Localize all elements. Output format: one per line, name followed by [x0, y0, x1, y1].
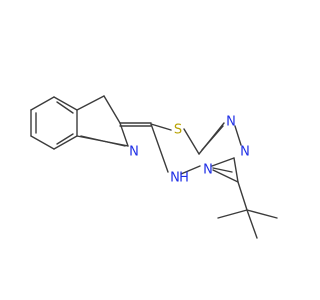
bond-line: [30, 96, 55, 111]
bond-line: [246, 209, 258, 239]
atom-nitrogen-triazole-top: N: [226, 115, 236, 130]
bond-line: [211, 157, 235, 167]
atom-nitrogen-indole: N: [129, 145, 139, 160]
bond-line: [150, 123, 172, 131]
bond-line: [180, 165, 201, 175]
bond-line: [234, 125, 242, 146]
bond-line: [119, 122, 129, 147]
bond-line: [76, 95, 105, 111]
atom-nitrogen-bridge: N: [203, 163, 213, 178]
atom-nitrogen-nh: N: [170, 171, 180, 186]
bond-line: [80, 135, 126, 147]
bond-line: [53, 135, 78, 150]
bond-line: [30, 135, 55, 150]
atom-hydrogen-nh: H: [179, 171, 189, 186]
bond-line: [212, 167, 233, 173]
bond-line: [183, 128, 200, 155]
bond-line: [150, 123, 169, 173]
bond-line: [237, 181, 248, 211]
bond-line: [103, 95, 121, 124]
bond-lines: [30, 95, 278, 239]
bond-line: [233, 157, 239, 183]
bond-line: [246, 209, 278, 219]
bond-line: [212, 169, 239, 183]
atom-nitrogen-triazole-right: N: [240, 145, 250, 160]
bond-line: [217, 209, 248, 219]
atom-sulfur: S: [174, 123, 182, 138]
structure-diagram: S N N H N N N: [30, 95, 278, 239]
bond-line: [53, 96, 78, 111]
bond-line: [56, 133, 74, 145]
bond-line: [201, 125, 224, 151]
bond-line: [56, 101, 74, 114]
